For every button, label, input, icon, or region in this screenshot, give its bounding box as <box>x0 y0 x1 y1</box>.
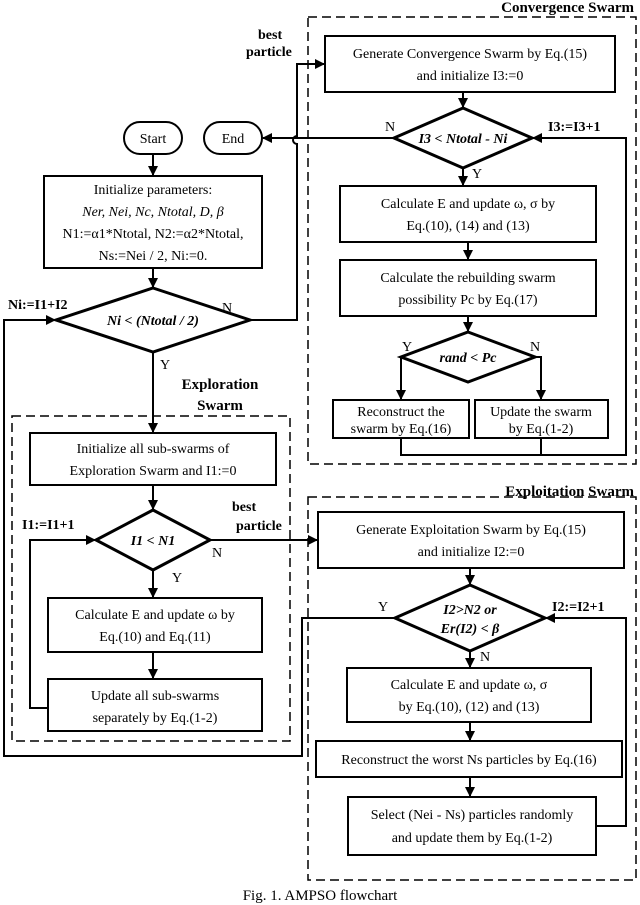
exploit-decision-line2: Er(I2) < β <box>440 622 501 637</box>
i1-update-label: I1:=I1+1 <box>22 518 75 533</box>
conv-upd-line1: Update the swarm <box>490 405 592 420</box>
conv-poss-line2: possibility Pc by Eq.(17) <box>398 293 538 308</box>
conv-poss-line1: Calculate the rebuilding swarm <box>380 271 555 286</box>
explor-calc-line2: Eq.(10) and Eq.(11) <box>99 630 211 645</box>
explor-upd-line2: separately by Eq.(1-2) <box>93 711 218 726</box>
init-line2: Ner, Nei, Nc, Ntotal, D, β <box>81 205 224 220</box>
exploit-decision-line1: I2>N2 or <box>442 603 497 618</box>
arrow-exploit-main <box>3 315 395 757</box>
explor-init-line2: Exploration Swarm and I1:=0 <box>70 464 237 479</box>
convergence-title: Convergence Swarm <box>501 0 634 16</box>
conv-upd-line2: by Eq.(1-2) <box>509 422 574 437</box>
explor-calc-line1: Calculate E and update ω by <box>75 608 235 623</box>
conv-calc-line1: Calculate E and update ω, σ by <box>381 197 555 212</box>
explor-n-label: N <box>212 546 222 561</box>
arrow-rand-update <box>535 356 546 400</box>
ni-update-label: Ni:=I1+I2 <box>8 298 68 313</box>
rand-n-label: N <box>530 340 540 355</box>
conv-gen-line2: and initialize I3:=0 <box>417 69 524 84</box>
figure-caption: Fig. 1. AMPSO flowchart <box>243 888 398 904</box>
exploration-region <box>11 415 291 742</box>
best-particle-1b: particle <box>246 45 292 60</box>
arrow-main-convergence <box>250 59 325 321</box>
rand-y-label: Y <box>402 340 412 355</box>
explor-calc-box <box>47 597 263 653</box>
conv-y-label: Y <box>472 167 482 182</box>
exploit-generate-box <box>317 511 625 569</box>
init-line1: Initialize parameters: <box>94 183 213 198</box>
exploit-worst-text: Reconstruct the worst Ns particles by Eq… <box>341 753 597 768</box>
best-particle-2b: particle <box>236 519 282 534</box>
conv-recon-line1: Reconstruct the <box>357 405 444 420</box>
rand-decision-text: rand < Pc <box>440 351 498 366</box>
exploit-calc-box <box>346 667 592 723</box>
exploit-n-label: N <box>480 650 490 665</box>
main-y-label: Y <box>160 358 170 373</box>
explor-update-box <box>47 678 263 732</box>
explor-init-line1: Initialize all sub-swarms of <box>77 442 230 457</box>
end-label: End <box>222 132 245 147</box>
exploitation-title: Exploitation Swarm <box>505 484 634 500</box>
conv-recon-line2: swarm by Eq.(16) <box>351 422 452 437</box>
arrow-exploit-loop <box>545 613 627 827</box>
explor-y-label: Y <box>172 571 182 586</box>
explor-decision-text: I1 < N1 <box>130 534 176 549</box>
conv-n-label: N <box>385 120 395 135</box>
start-label: Start <box>140 132 167 147</box>
arrow-conv-loop <box>400 133 627 456</box>
conv-gen-line1: Generate Convergence Swarm by Eq.(15) <box>353 47 587 62</box>
exploit-sel-line2: and update them by Eq.(1-2) <box>392 831 553 846</box>
exploit-gen-line2: and initialize I2:=0 <box>418 545 525 560</box>
exploit-sel-line1: Select (Nei - Ns) particles randomly <box>371 808 574 823</box>
exploit-decision <box>391 583 549 653</box>
exploration-title-line1: Exploration <box>182 377 259 393</box>
exploration-title-line2: Swarm <box>197 398 243 414</box>
exploitation-region <box>307 496 637 881</box>
conv-decision-text: I3 < Ntotal - Ni <box>418 132 508 147</box>
i3-update-label: I3:=I3+1 <box>548 120 601 135</box>
rand-decision <box>396 330 540 384</box>
best-particle-1a: best <box>258 28 282 43</box>
arrow-explor-loop <box>29 535 96 709</box>
conv-possibility-box <box>339 259 597 317</box>
exploit-gen-line1: Generate Exploitation Swarm by Eq.(15) <box>356 523 586 538</box>
main-decision-text: Ni < (Ntotal / 2) <box>106 314 199 329</box>
exploit-y-label: Y <box>378 600 388 615</box>
init-line4: Ns:=Nei / 2, Ni:=0. <box>99 249 208 264</box>
exploit-calc-line2: by Eq.(10), (12) and (13) <box>399 700 540 715</box>
convergence-region <box>307 16 637 465</box>
exploit-calc-line1: Calculate E and update ω, σ <box>391 678 548 693</box>
explor-init-box <box>29 432 277 486</box>
init-line3: N1:=α1*Ntotal, N2:=α2*Ntotal, <box>63 227 244 242</box>
conv-calc-line2: Eq.(10), (14) and (13) <box>406 219 530 234</box>
main-n-label: N <box>222 301 232 316</box>
conv-calc-box <box>339 185 597 243</box>
i2-update-label: I2:=I2+1 <box>552 600 605 615</box>
explor-upd-line1: Update all sub-swarms <box>91 689 219 704</box>
exploit-select-box <box>347 796 597 856</box>
exploit-worst-box <box>315 740 623 778</box>
conv-update-box <box>474 399 609 439</box>
conv-generate-box <box>324 35 616 93</box>
best-particle-2a: best <box>232 500 256 515</box>
